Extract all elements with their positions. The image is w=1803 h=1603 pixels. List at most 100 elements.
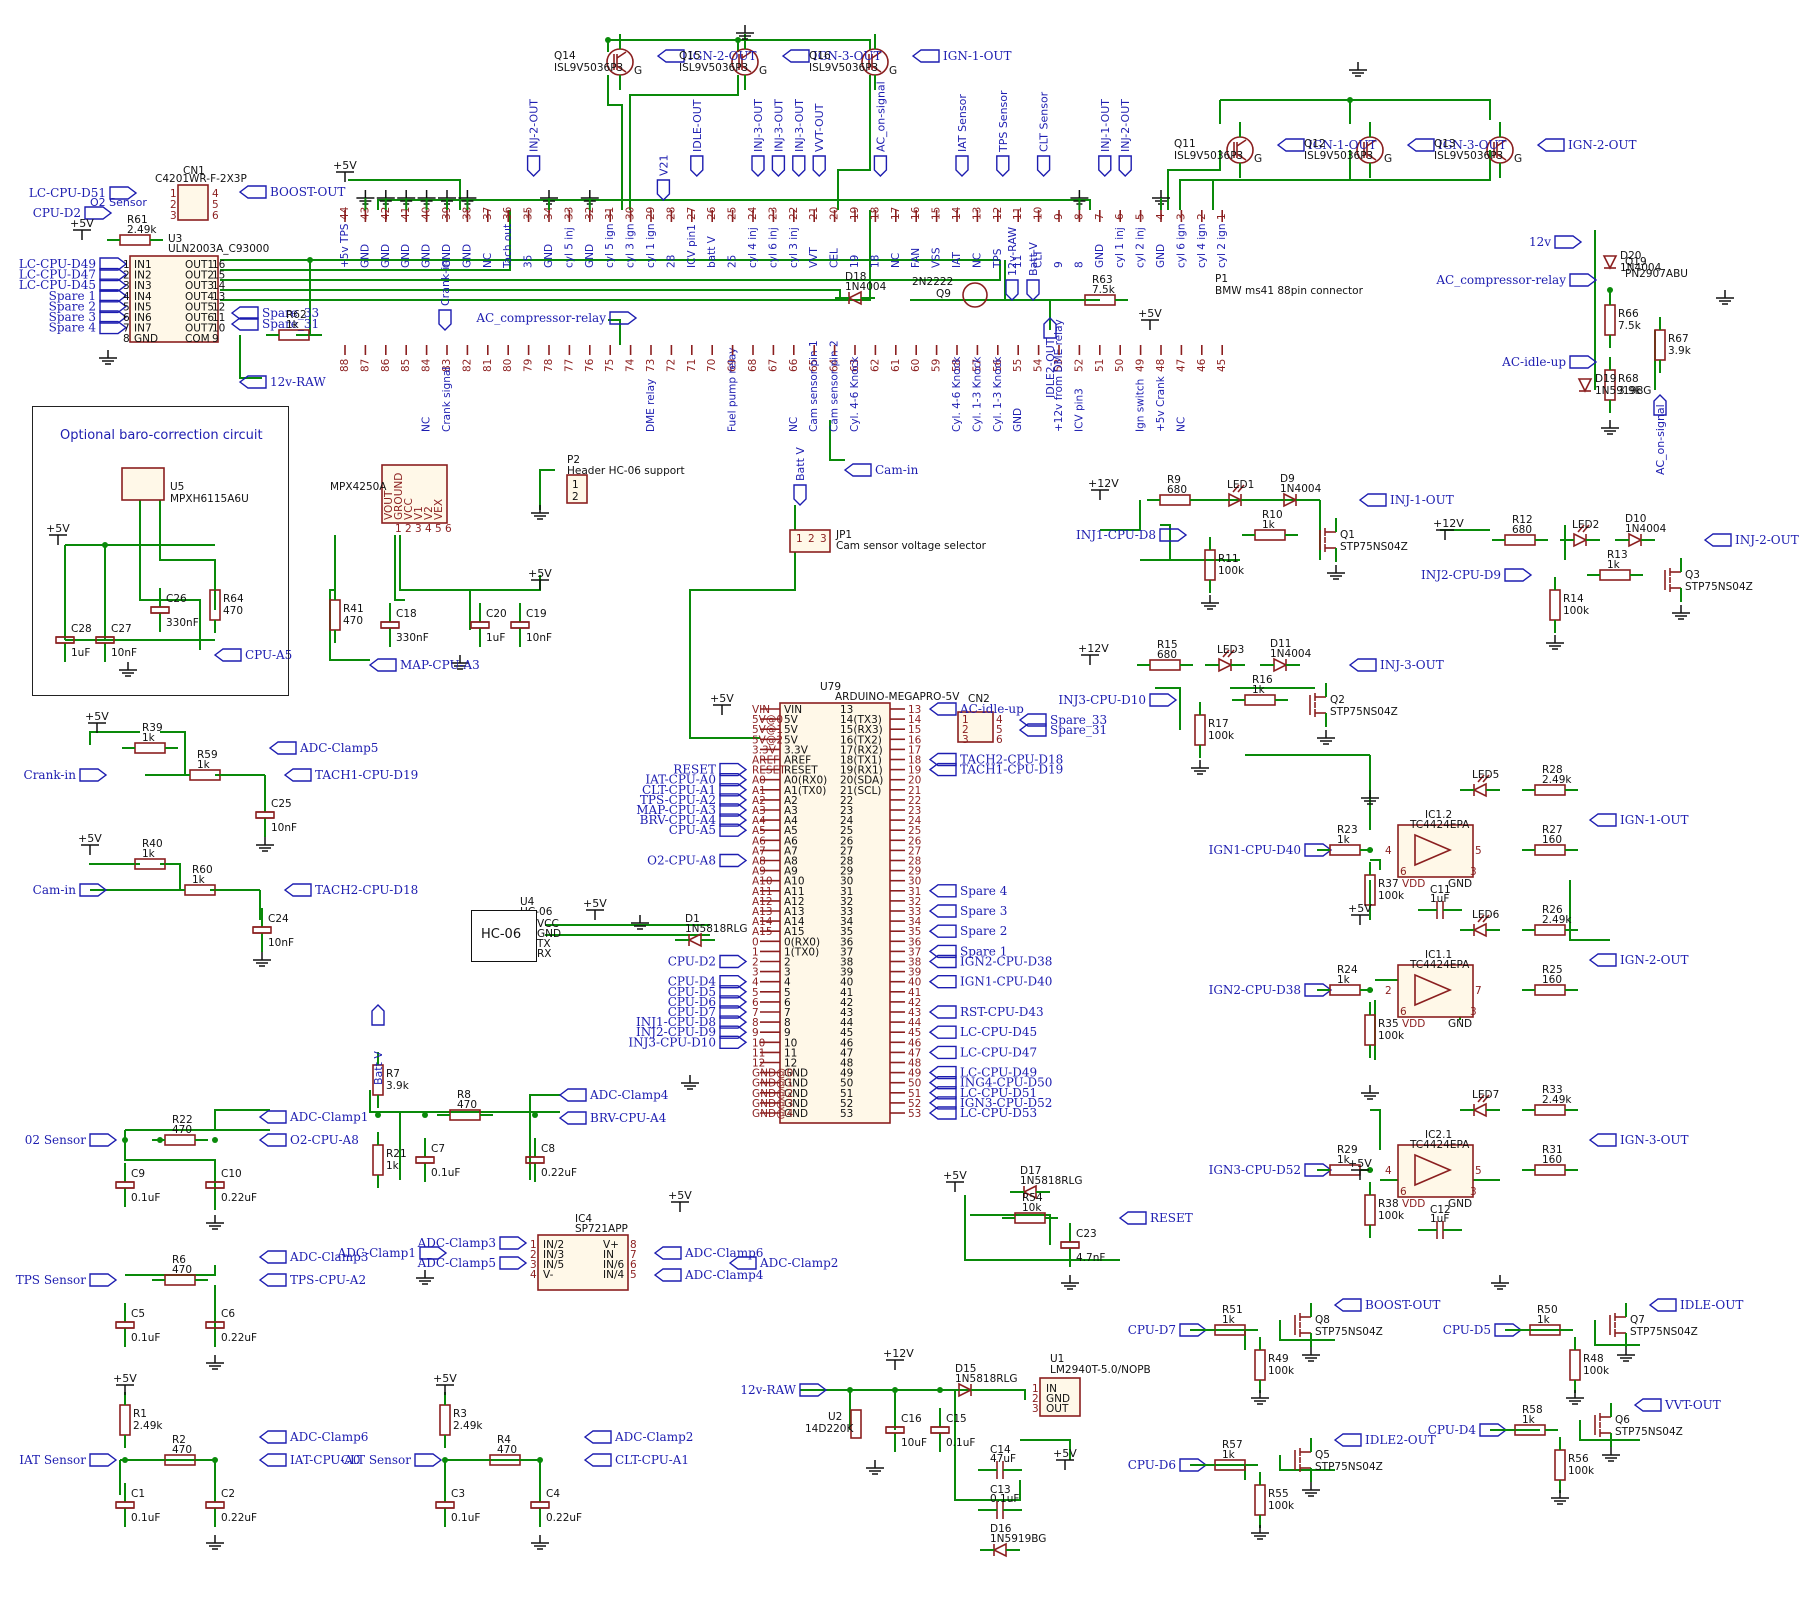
ign-in-label: IGN1-CPU-D40: [1209, 843, 1301, 857]
net-flag: [1569, 273, 1598, 287]
u1-ref: U1: [1050, 1353, 1064, 1365]
resistor: [1254, 1484, 1266, 1516]
p1-bottom-pin-label: Crank signal: [441, 367, 453, 432]
u79-left-pin: A3: [784, 805, 798, 817]
capacitor-value: 1uF: [1430, 1213, 1449, 1225]
ign-right-out-label: IGN-2-OUT: [1568, 138, 1637, 152]
u79-right-pin: 47: [840, 1047, 853, 1059]
u79-left-name: 5V@0: [752, 714, 783, 726]
p2-ref: P2: [567, 454, 580, 466]
baro-cpu-a5: CPU-A5: [245, 648, 292, 662]
jp1-value: Cam sensor voltage selector: [836, 540, 987, 552]
u79-left-net: CPU-D5: [668, 985, 716, 999]
mosfet-out: BOOST-OUT: [1365, 1298, 1440, 1312]
parts-layer: [49, 25, 1734, 1558]
mpx-pin: V2: [423, 506, 435, 520]
p2-body: [566, 474, 588, 504]
led-ref: LED3: [1217, 644, 1244, 656]
power-label: +12V: [1078, 642, 1109, 655]
capacitor: [115, 1181, 135, 1189]
resistor-value: 1k: [192, 874, 206, 886]
capacitor-ref: C20: [486, 608, 507, 620]
u3-in-pin: IN2: [134, 270, 152, 282]
net-flag: [89, 1453, 118, 1467]
net-flag: [368, 658, 397, 672]
ac-idle-label: AC-idle-up: [1501, 355, 1566, 369]
u79-right-pin: 25: [840, 825, 853, 837]
p1-bottom-pin-num: 54: [1033, 358, 1045, 372]
p1-bottom-pin-label: Cam sensor pin 2: [829, 340, 841, 432]
capacitor-value: 10nF: [268, 937, 294, 949]
batt-flag: Batt V: [372, 1051, 385, 1085]
gate-label: G: [759, 65, 767, 77]
p1-flag-label: VVT-OUT: [813, 103, 826, 152]
u79-left-name: GND@3: [752, 1098, 793, 1110]
mosfet-value: STP75NS04Z: [1340, 541, 1408, 553]
igbt-value: ISL9V5036P3: [1174, 150, 1243, 162]
resistor: [1549, 589, 1561, 621]
capacitor-ref: C7: [431, 1143, 445, 1155]
u79-right-pin: 53: [840, 1108, 853, 1120]
resistor-value: 100k: [1583, 1365, 1610, 1377]
tc4424-body: [1397, 824, 1474, 878]
cam-in-flag: Cam-in: [875, 463, 919, 477]
ign-ic-ref: IC1.1: [1425, 949, 1452, 961]
u79-right-pin: 20(SDA): [840, 775, 883, 787]
net-flag: [1018, 723, 1047, 737]
u79-left-pin: VIN: [784, 704, 802, 716]
p1-bottom-pin-label: +12v from DME relay: [1053, 319, 1065, 432]
u79-left-pin: A12: [784, 896, 805, 908]
u3-out-pin: OUT7: [185, 323, 214, 335]
igbt-value: ISL9V5036P3: [809, 62, 878, 74]
v21-flag: V21: [657, 154, 670, 176]
igbt-emitter: [1236, 153, 1247, 161]
u3-in-pin: IN4: [134, 291, 152, 303]
p1-top-pin-label: GND: [1094, 244, 1106, 268]
ign-out-label: IGN-1-OUT: [1620, 813, 1689, 827]
net-flag: [1159, 528, 1188, 542]
resistor-value: 7.5k: [1092, 284, 1116, 296]
p2-value: Header HC-06 support: [567, 465, 685, 477]
mpx-body: [381, 464, 448, 524]
p1-top-pin-label: GND: [359, 244, 371, 268]
clt-in-label: CLT Sensor: [341, 1453, 411, 1467]
u79-right-net: Spare 4: [960, 884, 1008, 898]
ign-pin-gnd: 3: [1470, 1006, 1477, 1018]
cn1-left-label: LC-CPU-D51: [29, 186, 106, 200]
junction-dot: [212, 1137, 218, 1143]
capacitor-ref: C23: [1076, 1228, 1097, 1240]
capacitor-ref: C27: [111, 623, 132, 635]
p1-bottom-pin-num: 74: [625, 358, 637, 372]
u79-left-name: A8: [752, 856, 766, 868]
resistor-ref: R26: [1542, 904, 1563, 916]
ign-gnd-label: GND: [1448, 878, 1472, 890]
led-ref: LED5: [1472, 769, 1499, 781]
igbt-ref: Q15: [679, 50, 701, 62]
u3-in-net: LC-CPU-D45: [19, 278, 96, 292]
capacitor-ref: C6: [221, 1308, 235, 1320]
u79-left-name: A7: [752, 845, 766, 857]
resistor-ref: R49: [1268, 1353, 1289, 1365]
buffer-icon: [1414, 833, 1453, 867]
net-flag: [1179, 1323, 1208, 1337]
p1-bottom-pin-num: 62: [869, 359, 881, 372]
u79-right-num: 40: [908, 977, 921, 989]
u79-left-name: A4: [752, 815, 766, 827]
power-label: +12V: [1088, 477, 1119, 490]
net-flag: [1348, 658, 1377, 672]
p1-bottom-pin-num: 85: [400, 359, 412, 372]
u79-left-net: CPU-A5: [669, 823, 716, 837]
p1-bottom-pin-num: 71: [686, 359, 698, 372]
u79-left-net: INJ1-CPU-D8: [636, 1015, 716, 1029]
resistor-value: 160: [1542, 834, 1562, 846]
u3-in-pin: IN1: [134, 259, 152, 271]
u79-right-num: 49: [908, 1068, 921, 1080]
p1-top-pin-label: GND: [441, 244, 453, 268]
u79-right-num: 20: [908, 775, 921, 787]
u79-left-pin: 10: [784, 1037, 797, 1049]
varistor-icon: [850, 1409, 862, 1439]
resistor-ref: R9: [1167, 474, 1181, 486]
capacitor-ref: C14: [990, 1444, 1011, 1456]
u79-right-net: TACH2-CPU-D18: [960, 753, 1063, 767]
u3-out-pin: OUT5: [185, 301, 214, 313]
